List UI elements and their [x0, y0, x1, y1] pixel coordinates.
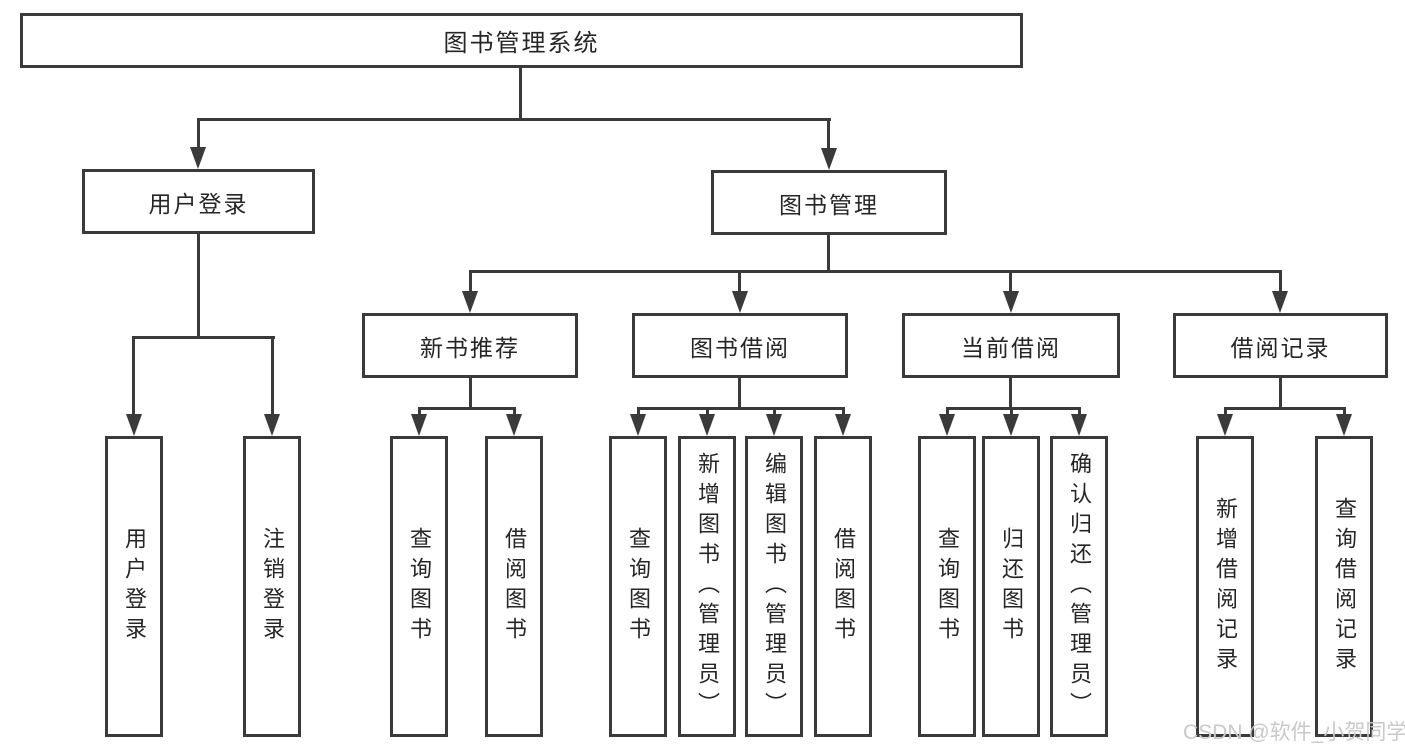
arrow-down-icon — [126, 414, 142, 436]
leaf-return-books: 归还图书 — [982, 436, 1040, 737]
connector-stem — [738, 270, 741, 294]
connector-user-login-rail — [132, 336, 275, 339]
leaf-edit-books-admin: 编辑图书（管理员） — [745, 436, 803, 737]
connector-leaf-rail — [418, 407, 515, 410]
leaf-add-books-admin: 新增图书（管理员） — [678, 436, 736, 737]
node-label: 查询借阅记录 — [1332, 496, 1357, 677]
node-label: 编辑图书（管理员） — [762, 451, 787, 722]
node-label: 归还图书 — [999, 526, 1024, 647]
connector-level3-rail — [469, 270, 1282, 273]
connector-stem — [132, 336, 135, 420]
node-label: 新增借阅记录 — [1213, 496, 1238, 677]
arrow-down-icon — [766, 414, 782, 436]
connector-trunk — [469, 377, 472, 410]
leaf-add-borrow-record: 新增借阅记录 — [1196, 436, 1254, 737]
arrow-down-icon — [1336, 414, 1352, 436]
connector-user-login-trunk — [197, 233, 200, 339]
leaf-query-borrow-record: 查询借阅记录 — [1315, 436, 1373, 737]
arrow-down-icon — [939, 414, 955, 436]
node-label: 查询图书 — [626, 526, 651, 647]
node-new-book-recommendation: 新书推荐 — [362, 313, 578, 378]
node-user-login: 用户登录 — [82, 169, 315, 234]
connector-stem — [1279, 270, 1282, 294]
node-label: 借阅记录 — [1230, 334, 1331, 361]
leaf-query-books-borrowing: 查询图书 — [609, 436, 667, 737]
arrow-down-icon — [699, 414, 715, 436]
node-borrowing-records: 借阅记录 — [1173, 313, 1388, 378]
node-label: 当前借阅 — [961, 334, 1061, 361]
connector-book-management-trunk — [827, 234, 830, 272]
arrow-down-icon — [462, 291, 478, 313]
connector-leaf-rail — [1224, 407, 1345, 410]
connector-trunk — [738, 377, 741, 410]
connector-stem — [197, 118, 200, 148]
node-label: 图书管理系统 — [443, 30, 600, 57]
leaf-user-login: 用户登录 — [105, 436, 163, 737]
arrow-down-icon — [835, 414, 851, 436]
connector-leaf-rail — [946, 407, 1080, 410]
node-label: 借阅图书 — [831, 526, 856, 647]
connector-leaf-rail — [637, 407, 844, 410]
arrow-down-icon — [190, 147, 206, 169]
arrow-down-icon — [1071, 414, 1087, 436]
node-label: 借阅图书 — [502, 526, 527, 647]
leaf-confirm-return-admin: 确认归还（管理员） — [1050, 436, 1108, 737]
leaf-query-books-current: 查询图书 — [918, 436, 976, 737]
connector-level2-rail — [197, 118, 831, 121]
leaf-logout: 注销登录 — [243, 436, 301, 737]
connector-root-trunk — [519, 67, 522, 121]
node-label: 用户登录 — [148, 190, 249, 217]
node-label: 新增图书（管理员） — [695, 451, 720, 722]
node-label: 查询图书 — [407, 526, 432, 647]
node-label: 用户登录 — [122, 526, 147, 647]
arrow-down-icon — [732, 291, 748, 313]
node-label: 注销登录 — [260, 526, 285, 647]
node-label: 确认归还（管理员） — [1067, 451, 1092, 722]
connector-stem — [827, 118, 830, 150]
arrow-down-icon — [821, 148, 837, 170]
node-book-borrowing: 图书借阅 — [632, 313, 848, 378]
node-label: 新书推荐 — [420, 334, 520, 361]
arrow-down-icon — [1217, 414, 1233, 436]
leaf-borrow-books-recommend: 借阅图书 — [485, 436, 543, 737]
node-label: 查询图书 — [935, 526, 960, 647]
arrow-down-icon — [264, 414, 280, 436]
leaf-query-books-recommend: 查询图书 — [390, 436, 448, 737]
connector-stem — [1009, 270, 1012, 294]
arrow-down-icon — [1003, 414, 1019, 436]
connector-trunk — [1009, 377, 1012, 410]
leaf-borrow-books: 借阅图书 — [814, 436, 872, 737]
connector-stem — [271, 336, 274, 420]
node-label: 图书借阅 — [690, 334, 790, 361]
arrow-down-icon — [1003, 291, 1019, 313]
csdn-watermark: CSDN @软件_小贺同学 — [1183, 721, 1405, 744]
connector-stem — [469, 270, 472, 294]
arrow-down-icon — [630, 414, 646, 436]
node-current-borrowing: 当前借阅 — [902, 313, 1120, 378]
connector-trunk — [1279, 377, 1282, 410]
arrow-down-icon — [1272, 291, 1288, 313]
arrow-down-icon — [506, 414, 522, 436]
node-label: 图书管理 — [779, 191, 879, 218]
arrow-down-icon — [411, 414, 427, 436]
node-root-library-management-system: 图书管理系统 — [20, 13, 1023, 68]
node-book-management: 图书管理 — [711, 170, 947, 235]
